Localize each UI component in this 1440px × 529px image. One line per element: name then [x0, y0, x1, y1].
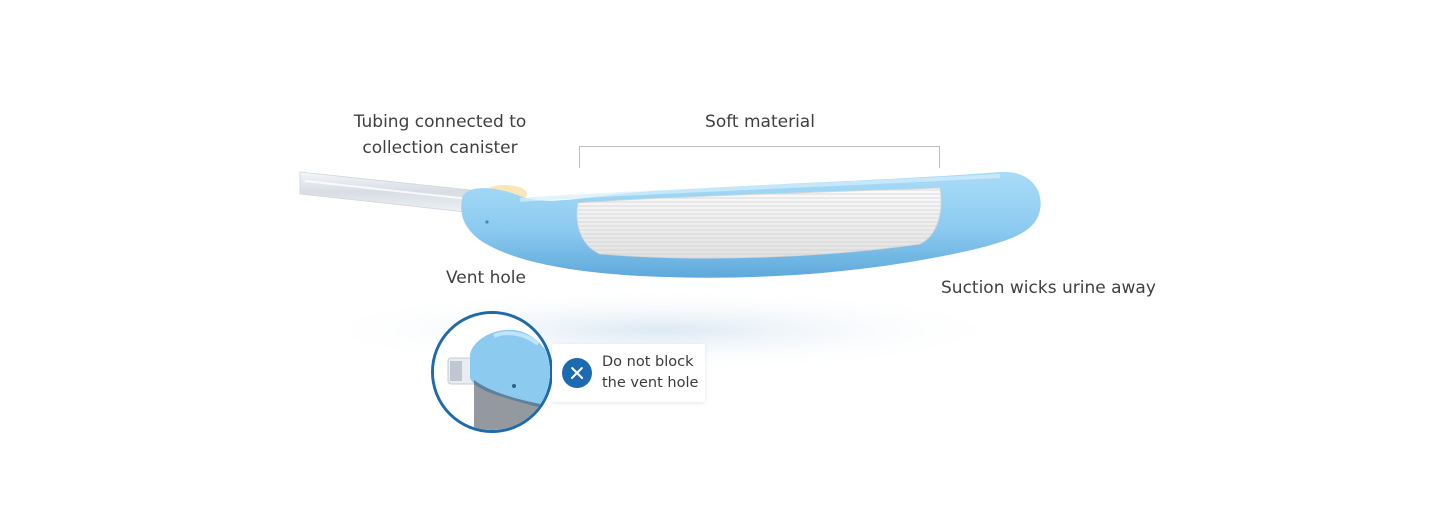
vent-warning-line2: the vent hole	[602, 375, 699, 391]
tubing-label-line1: Tubing connected to	[353, 112, 527, 132]
soft-material-label: Soft material	[705, 112, 815, 132]
vent-warning-line1: Do not block	[602, 354, 694, 370]
tubing-label-line2: collection canister	[362, 138, 518, 158]
vent-hole-label: Vent hole	[446, 268, 526, 288]
tubing-label: Tubing connected to collection canister	[340, 109, 540, 161]
vent-hole-detail-image	[434, 314, 550, 430]
soft-material-bracket	[579, 146, 940, 168]
vent-warning-text: Do not block the vent hole	[602, 352, 698, 394]
vent-hole-zoom	[431, 311, 553, 433]
tubing	[299, 171, 471, 213]
vent-warning-callout: Do not block the vent hole	[552, 344, 705, 402]
suction-label: Suction wicks urine away	[941, 278, 1156, 298]
close-icon	[562, 358, 592, 388]
